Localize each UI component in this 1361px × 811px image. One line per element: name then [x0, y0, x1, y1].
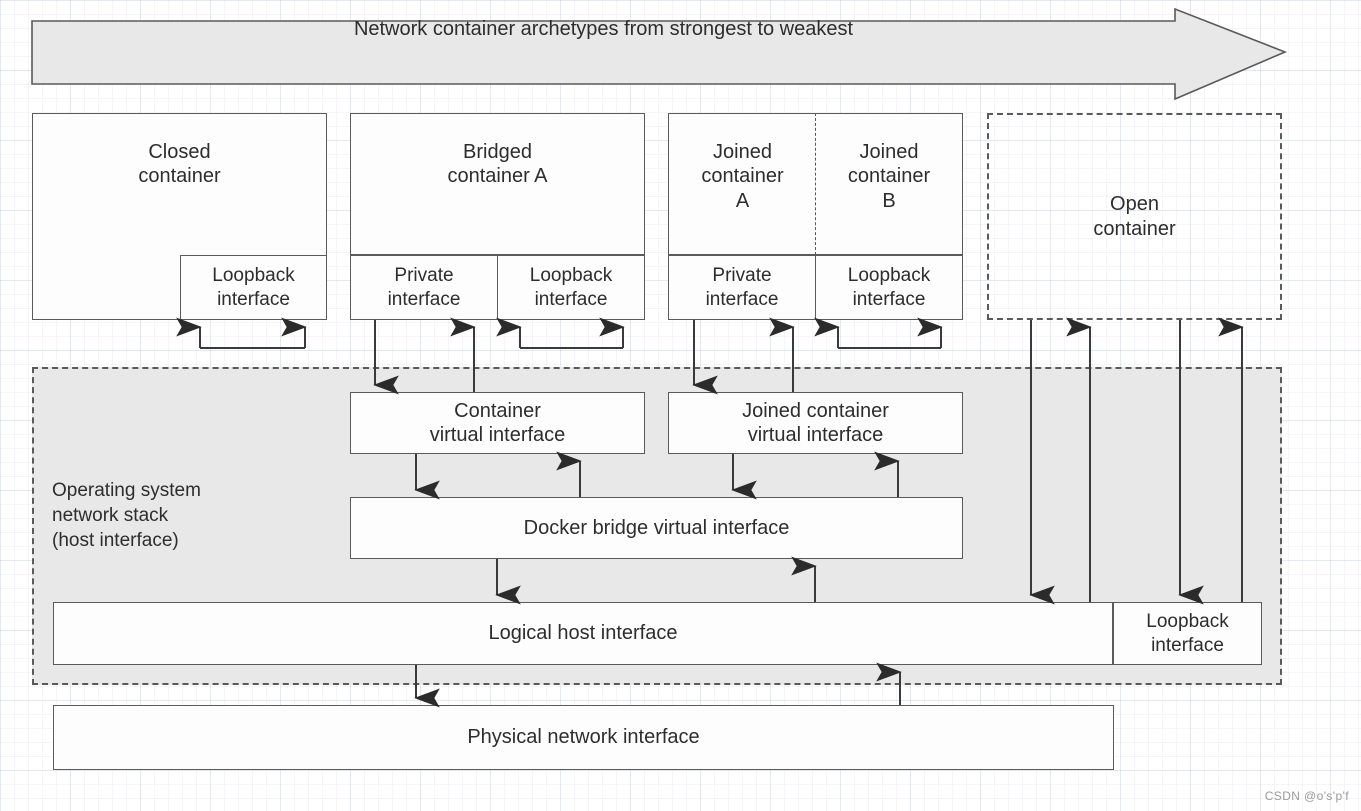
interface-joined-loopback[interactable]: Loopback interface [815, 255, 963, 320]
node-physical-network-interface[interactable]: Physical network interface [53, 705, 1114, 770]
banner-label: Network container archetypes from strong… [353, 18, 854, 40]
node-logical-host-interface[interactable]: Logical host interface [53, 602, 1113, 665]
container-joined-a[interactable]: Joined container A [668, 113, 816, 255]
container-bridged[interactable]: Bridged container A [350, 113, 645, 255]
container-joined-b[interactable]: Joined container B [815, 113, 963, 255]
interface-closed-loopback[interactable]: Loopback interface [180, 255, 327, 320]
container-open[interactable]: Open container [987, 113, 1282, 320]
node-docker-bridge-virtual-interface[interactable]: Docker bridge virtual interface [350, 497, 963, 559]
interface-bridged-loopback[interactable]: Loopback interface [497, 255, 645, 320]
node-host-loopback-interface[interactable]: Loopback interface [1113, 602, 1262, 665]
interface-bridged-private[interactable]: Private interface [350, 255, 498, 320]
node-container-virtual-interface[interactable]: Container virtual interface [350, 392, 645, 454]
node-joined-container-virtual-interface[interactable]: Joined container virtual interface [668, 392, 963, 454]
os-network-stack-label: Operating system network stack (host int… [52, 480, 201, 552]
watermark: CSDN @o's'p'f [1264, 789, 1349, 803]
